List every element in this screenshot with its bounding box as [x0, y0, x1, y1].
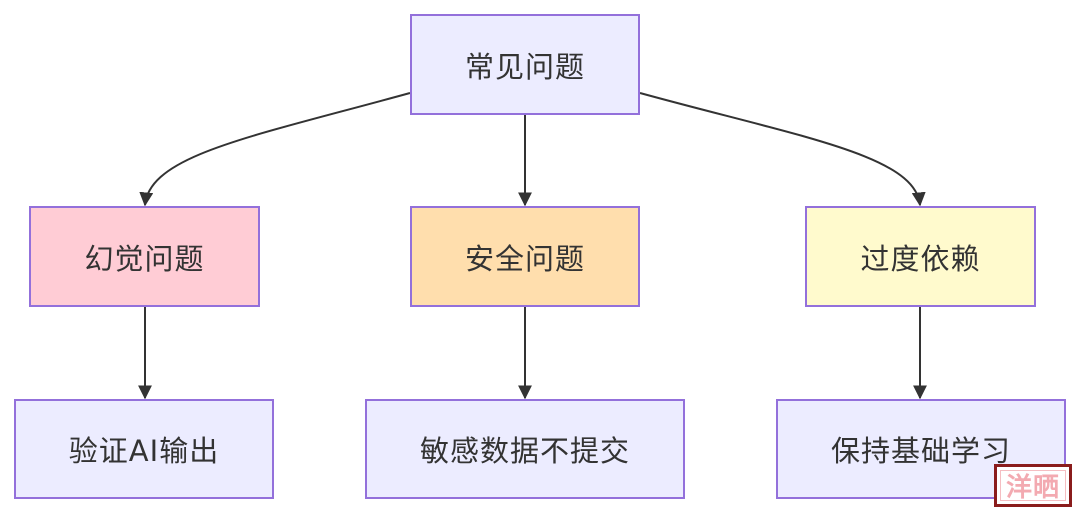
- root-node-common-issues: 常见问题: [410, 14, 640, 115]
- node-overreliance: 过度依赖: [805, 206, 1036, 307]
- edge-root-to-hallucination: [139, 92, 411, 207]
- watermark-text: 洋晒: [1000, 470, 1066, 503]
- watermark-stamp: 洋晒: [994, 464, 1072, 507]
- node-no-sensitive-data: 敏感数据不提交: [365, 399, 685, 499]
- node-hallucination: 幻觉问题: [29, 206, 260, 307]
- node-verify-ai-output: 验证AI输出: [14, 399, 274, 499]
- node-security: 安全问题: [410, 206, 640, 307]
- edge-root-to-overreliance: [639, 92, 926, 207]
